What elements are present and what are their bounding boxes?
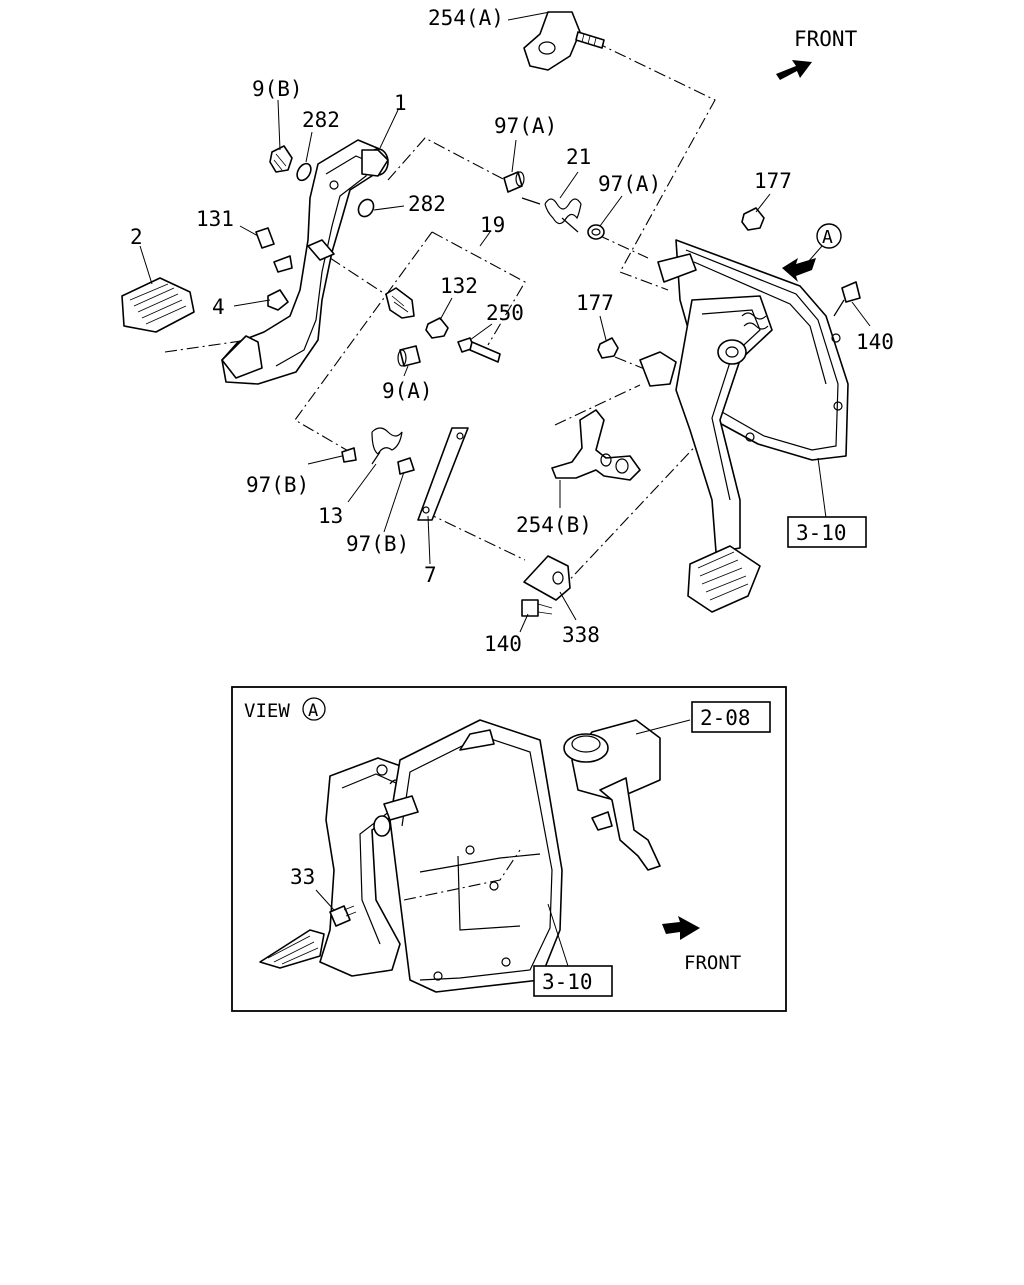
callout-250: 250 (486, 301, 524, 325)
bracket-338 (523, 555, 571, 601)
nut-9b (269, 145, 293, 173)
inset-bracket-plate (383, 719, 563, 993)
svg-text:A: A (308, 701, 318, 721)
callout-177-lower: 177 (576, 291, 614, 315)
bushing-97b-left (341, 447, 357, 463)
bushing-97a-2 (587, 224, 605, 240)
callout-33: 33 (290, 865, 315, 889)
nut-177-top (741, 207, 765, 231)
brake-pedal-arm (675, 295, 773, 553)
callout-132: 132 (440, 274, 478, 298)
svg-text:3-10: 3-10 (542, 970, 593, 994)
clevis-19 (385, 287, 415, 319)
callout-97b-2: 97(B) (346, 532, 409, 556)
pin-250 (457, 337, 501, 363)
pin-9a (397, 345, 421, 367)
callout-338: 338 (562, 623, 600, 647)
view-title-marker: A (302, 697, 326, 721)
callout-282-lower: 282 (408, 192, 446, 216)
spring-21 (521, 197, 582, 233)
view-a-marker: A (816, 223, 842, 249)
callout-282-top: 282 (302, 108, 340, 132)
front-label-view: FRONT (684, 952, 741, 974)
rod-7 (417, 427, 469, 521)
callout-97b-1: 97(B) (246, 473, 309, 497)
inset-front-arrow-icon (662, 916, 700, 940)
inset-master-cylinder (563, 719, 661, 871)
callout-131: 131 (196, 207, 234, 231)
callout-254a: 254(A) (428, 6, 504, 30)
washer-282-lower (357, 198, 375, 218)
stopper-4 (267, 289, 289, 311)
bolt-140-lower (521, 599, 553, 617)
ref-box-2-08: 2-08 (691, 701, 771, 733)
ref-box-3-10-top: 3-10 (787, 516, 867, 548)
spring-13 (371, 427, 403, 465)
callout-9b: 9(B) (252, 77, 303, 101)
leader-lines-upper (139, 11, 871, 633)
front-label-top: FRONT (794, 27, 858, 51)
bolt-140-upper (833, 281, 861, 317)
callout-21: 21 (566, 145, 591, 169)
pedal-arm-1 (221, 139, 389, 385)
callout-140-upper: 140 (856, 330, 894, 354)
stopper-131 (255, 227, 293, 273)
front-arrow-icon (776, 60, 812, 80)
callouts-upper: 254(A) 9(B) 282 1 97(A) 21 97(A) 177 282… (130, 6, 894, 656)
callout-97a-2: 97(A) (598, 172, 661, 196)
bracket-254b (551, 409, 641, 481)
callout-13: 13 (318, 504, 343, 528)
nut-132 (425, 317, 449, 339)
callout-19: 19 (480, 213, 505, 237)
callout-9a: 9(A) (382, 379, 433, 403)
inset-pedal-pad (259, 929, 325, 969)
inset-leader-lines (315, 719, 691, 967)
svg-text:3-10: 3-10 (796, 521, 847, 545)
inset-bolt-33 (329, 905, 357, 927)
callout-1: 1 (394, 91, 407, 115)
callout-2: 2 (130, 225, 143, 249)
svg-text:2-08: 2-08 (700, 706, 751, 730)
callout-254b: 254(B) (516, 513, 592, 537)
washer-282-top (296, 162, 312, 182)
bracket-254a (523, 11, 605, 71)
callout-177-top: 177 (754, 169, 792, 193)
view-a-arrow-icon (782, 258, 816, 282)
callout-140-lower: 140 (484, 632, 522, 656)
view-a-inset: VIEW A (231, 686, 787, 1012)
svg-text:A: A (822, 227, 833, 248)
view-title: VIEW (244, 700, 290, 722)
ref-box-3-10-view: 3-10 (533, 965, 613, 997)
callout-4: 4 (212, 295, 225, 319)
pedal-pad-2 (121, 277, 195, 333)
callout-97a-1: 97(A) (494, 114, 557, 138)
brake-pedal-pad (687, 545, 761, 613)
nut-177-lower (597, 337, 619, 359)
bushing-97a-1 (503, 171, 525, 193)
callout-7: 7 (424, 563, 437, 587)
bushing-97b-right (397, 457, 415, 475)
